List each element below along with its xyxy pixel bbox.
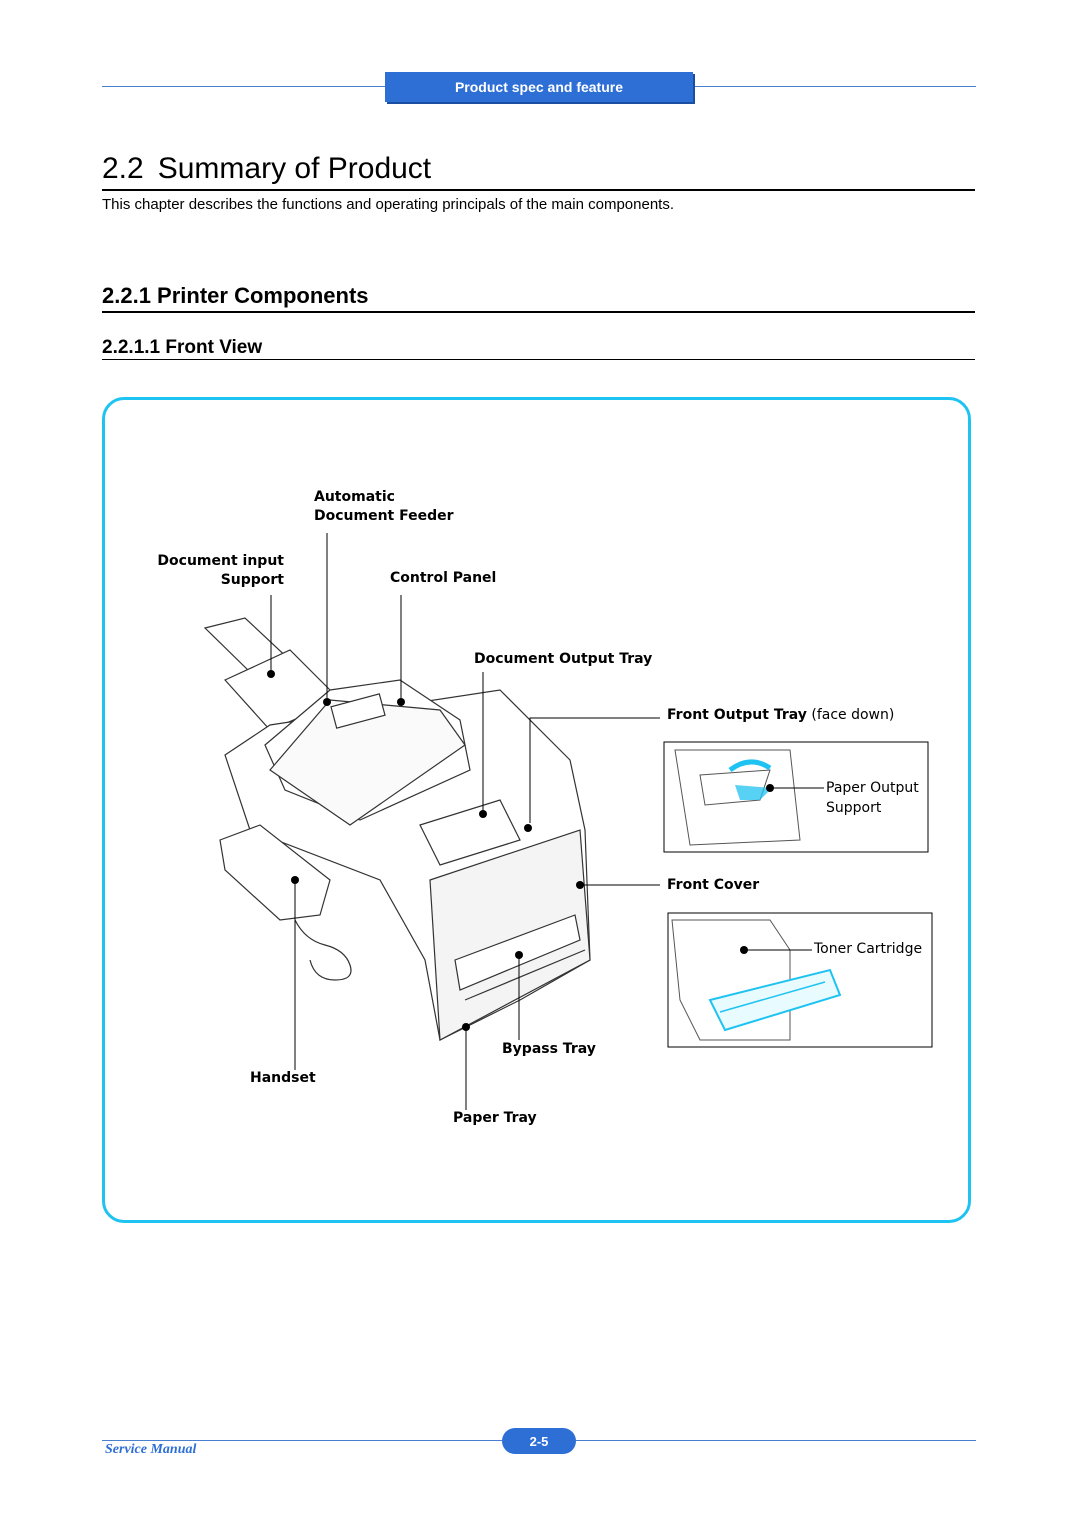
label-bypass-tray: Bypass Tray <box>502 1041 596 1057</box>
footer-brand: Service Manual <box>105 1442 197 1457</box>
title-rule <box>102 189 975 191</box>
label-front-output-tray: Front Output Tray (face down) <box>667 707 894 723</box>
page-title: 2.2 Summary of Product <box>102 152 431 186</box>
label-doc-input-1: Document input <box>157 553 284 569</box>
subsubsection-rule <box>102 359 975 360</box>
intro-text: This chapter describes the functions and… <box>102 196 674 213</box>
label-toner-cartridge: Toner Cartridge <box>814 941 923 957</box>
subsection-title: 2.2.1 Printer Components <box>102 283 369 308</box>
footer-rule-left <box>102 1440 502 1441</box>
label-front-output-tray-bold: Front Output Tray <box>667 707 807 723</box>
subsection-rule <box>102 311 975 313</box>
label-control-panel: Control Panel <box>390 570 497 586</box>
control-panel-shape <box>269 699 466 826</box>
header-rule-left <box>102 86 385 87</box>
label-paper-output-1: Paper Output <box>826 780 919 796</box>
footer-rule-right <box>576 1440 976 1441</box>
lcd-display-shape <box>330 693 386 729</box>
label-doc-output-tray: Document Output Tray <box>474 651 653 667</box>
figure-frame <box>102 397 971 1223</box>
label-front-output-tray-rest: (face down) <box>806 707 895 723</box>
label-paper-output-2: Support <box>826 800 882 816</box>
label-paper-tray: Paper Tray <box>453 1110 537 1126</box>
header-rule-right <box>693 86 976 87</box>
page-number: 2-5 <box>502 1428 576 1454</box>
label-handset: Handset <box>250 1070 316 1086</box>
document-output-tray-shape <box>419 799 521 866</box>
inset-front-output-tray <box>663 741 929 853</box>
section-tab: Product spec and feature <box>385 72 693 102</box>
section-title: Summary of Product <box>157 152 432 185</box>
label-adf-2: Document Feeder <box>314 508 454 524</box>
inset-front-cover <box>667 912 933 1048</box>
handset-shape <box>219 824 331 921</box>
label-adf-1: Automatic <box>314 489 395 505</box>
subsubsection-title: 2.2.1.1 Front View <box>102 337 263 358</box>
label-doc-input-2: Support <box>220 572 284 588</box>
section-number: 2.2 <box>102 152 144 185</box>
label-front-cover: Front Cover <box>667 877 760 893</box>
